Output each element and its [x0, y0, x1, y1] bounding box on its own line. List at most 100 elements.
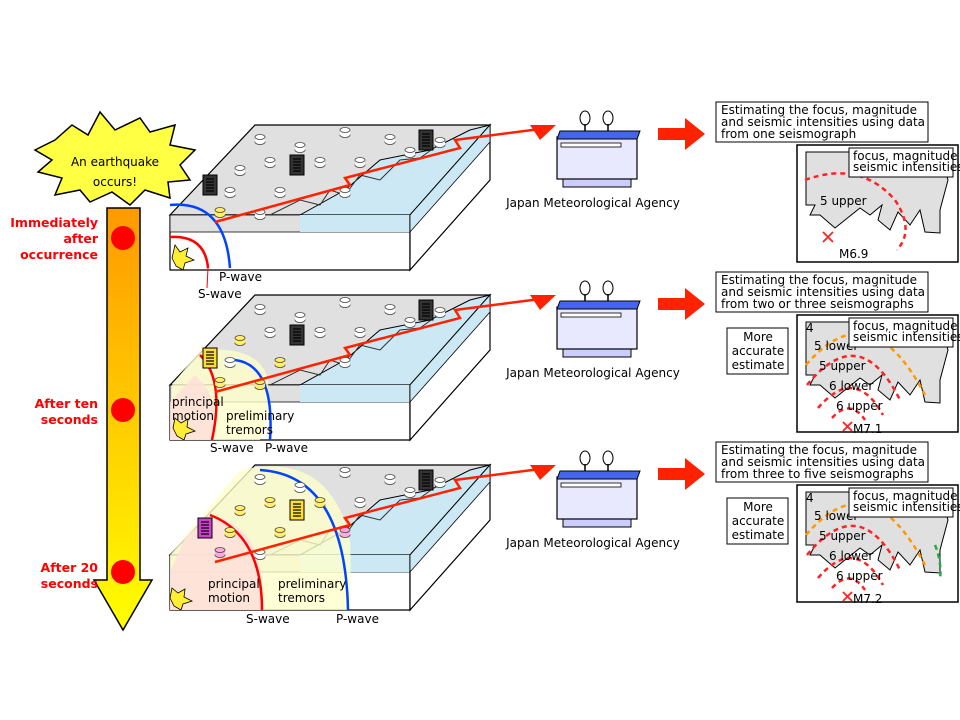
intensity-label: 6 lower — [829, 379, 873, 393]
burst-text-line2: occurs! — [93, 175, 137, 189]
seismograph-station-icon — [264, 327, 276, 333]
seismograph-station-icon — [339, 127, 351, 133]
estimate-text: and seismic intensities using data — [721, 285, 925, 299]
intensity-label: 4 — [806, 321, 814, 335]
s-wave-label: S-wave — [198, 287, 242, 301]
map-legend-text: focus, magnitude & — [853, 489, 960, 503]
seismograph-station-icon — [274, 187, 286, 193]
timeline-label: After 20 — [41, 560, 99, 575]
principal-motion-label: motion — [172, 409, 214, 423]
timeline-label: occurrence — [20, 247, 98, 262]
intensity-contour — [933, 544, 942, 581]
seismograph-station-icon — [434, 137, 446, 143]
intensity-label: 5 lower — [814, 509, 858, 523]
seismograph-station-icon — [384, 134, 396, 140]
intensity-label: 5 upper — [819, 529, 866, 543]
seismograph-station-icon — [294, 142, 306, 148]
intensity-contour — [817, 557, 885, 586]
seismograph-station-icon — [214, 207, 226, 213]
intensity-contour — [817, 387, 885, 416]
estimate-box — [715, 271, 929, 313]
map-legend-text: focus, magnitude & — [853, 149, 960, 163]
timeline-label: seconds — [41, 576, 98, 591]
seismograph-station-icon — [254, 474, 266, 480]
intensity-contour — [804, 172, 907, 251]
magnitude-label: M7.1 — [853, 422, 882, 436]
principal-motion-label: principal — [208, 577, 260, 591]
p-wave-front — [169, 203, 232, 269]
timeline-label: Immediately — [10, 215, 98, 230]
seismograph-station-icon — [434, 307, 446, 313]
seismograph-station-icon — [294, 482, 306, 488]
arrowhead-icon — [530, 295, 556, 310]
preliminary-tremors-label: tremors — [278, 591, 325, 605]
estimate-text: and seismic intensities using data — [721, 115, 925, 129]
agency-building-icon — [556, 280, 641, 358]
preliminary-tremors-label: preliminary — [226, 409, 294, 423]
timeline-label: after — [64, 231, 99, 246]
focus-x-icon — [842, 591, 853, 602]
preliminary-tremors-label: tremors — [226, 423, 273, 437]
map-legend-text: seismic intensities — [853, 500, 960, 514]
seismograph-station-icon — [354, 157, 366, 163]
seismograph-station-icon — [404, 487, 416, 493]
timeline-label: seconds — [41, 412, 98, 427]
seismograph-station-icon — [264, 157, 276, 163]
s-wave-front — [209, 513, 264, 611]
burst-text-line1: An earthquake — [71, 155, 159, 169]
seismograph-station-icon — [234, 335, 246, 341]
agency-building-icon — [556, 450, 641, 528]
seismograph-station-icon — [224, 527, 236, 533]
data-transmission-line — [214, 296, 549, 394]
more-accurate-text: accurate — [732, 514, 785, 528]
seismograph-station-icon — [384, 304, 396, 310]
s-wave-front — [169, 235, 210, 269]
estimate-text: and seismic intensities using data — [721, 455, 925, 469]
earthquake-burst-icon — [33, 110, 197, 206]
more-accurate-text: estimate — [732, 528, 785, 542]
seismograph-station-icon — [274, 527, 286, 533]
seismograph-station-icon — [234, 505, 246, 511]
seismograph-station-icon — [294, 312, 306, 318]
p-wave-label: P-wave — [336, 612, 379, 626]
preliminary-tremors-label: preliminary — [278, 577, 346, 591]
s-wave-label: S-wave — [246, 612, 290, 626]
seismograph-station-icon — [339, 297, 351, 303]
data-transmission-line — [214, 466, 549, 564]
arrowhead-icon — [530, 465, 556, 480]
epicenter-burst-icon — [171, 244, 196, 271]
intensity-contour — [831, 577, 867, 591]
p-wave-label: P-wave — [219, 270, 262, 284]
map-legend-text: focus, magnitude & — [853, 319, 960, 333]
intensity-label: 6 upper — [836, 399, 883, 413]
seismograph-station-icon — [264, 497, 276, 503]
map-legend-text: seismic intensities — [853, 160, 960, 174]
agency-building-icon — [556, 110, 641, 188]
estimate-text: from three to five seismographs — [721, 467, 914, 481]
estimate-box — [715, 441, 929, 483]
more-accurate-box — [726, 497, 789, 545]
timeline-dot — [111, 398, 135, 422]
estimate-text: Estimating the focus, magnitude — [721, 443, 917, 457]
intensity-label: 4 — [806, 491, 814, 505]
seismograph-station-icon — [314, 497, 326, 503]
agency-label: Japan Meteorological Agency — [505, 196, 680, 210]
seismograph-station-icon — [274, 357, 286, 363]
seismograph-station-icon — [314, 327, 326, 333]
estimate-box — [715, 101, 929, 143]
epicenter-burst-icon — [172, 417, 197, 441]
seismograph-station-icon — [224, 187, 236, 193]
map-legend-text: seismic intensities — [853, 330, 960, 344]
intensity-label: 5 upper — [819, 359, 866, 373]
intensity-contour — [831, 407, 867, 421]
seismograph-station-icon — [214, 377, 226, 383]
more-accurate-box — [726, 327, 789, 375]
more-accurate-text: estimate — [732, 358, 785, 372]
timeline-dot — [111, 226, 135, 250]
seismograph-station-icon — [214, 547, 226, 553]
